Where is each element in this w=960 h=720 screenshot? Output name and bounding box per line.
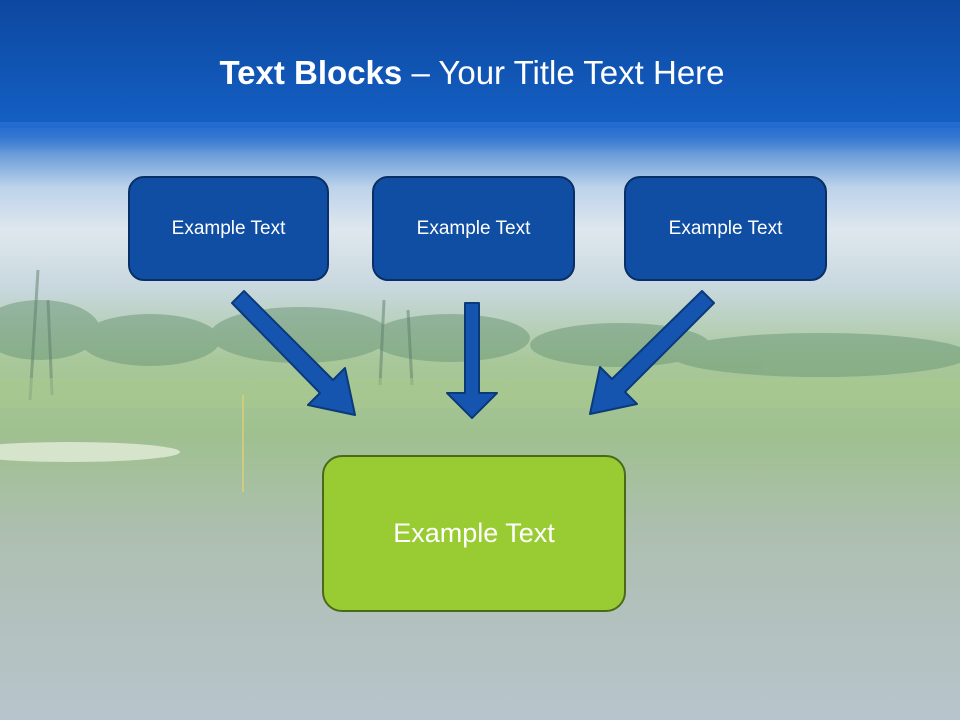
text-block-2-label: Example Text <box>416 217 531 239</box>
text-block-3-label: Example Text <box>668 217 783 239</box>
arrow-right <box>589 290 715 415</box>
arrow-left <box>231 290 356 416</box>
arrow-middle <box>446 302 498 419</box>
text-block-1: Example Text <box>128 176 329 281</box>
title-rest: – Your Title Text Here <box>411 54 725 91</box>
result-block-label: Example Text <box>393 518 555 548</box>
result-block: Example Text <box>322 455 626 612</box>
header-glow <box>0 122 960 152</box>
text-block-1-label: Example Text <box>171 217 286 239</box>
text-block-2: Example Text <box>372 176 575 281</box>
title-bold: Text Blocks <box>219 54 403 91</box>
slide-title: Text Blocks – Your Title Text Here <box>0 54 944 92</box>
header-band <box>0 0 960 128</box>
text-block-3: Example Text <box>624 176 827 281</box>
